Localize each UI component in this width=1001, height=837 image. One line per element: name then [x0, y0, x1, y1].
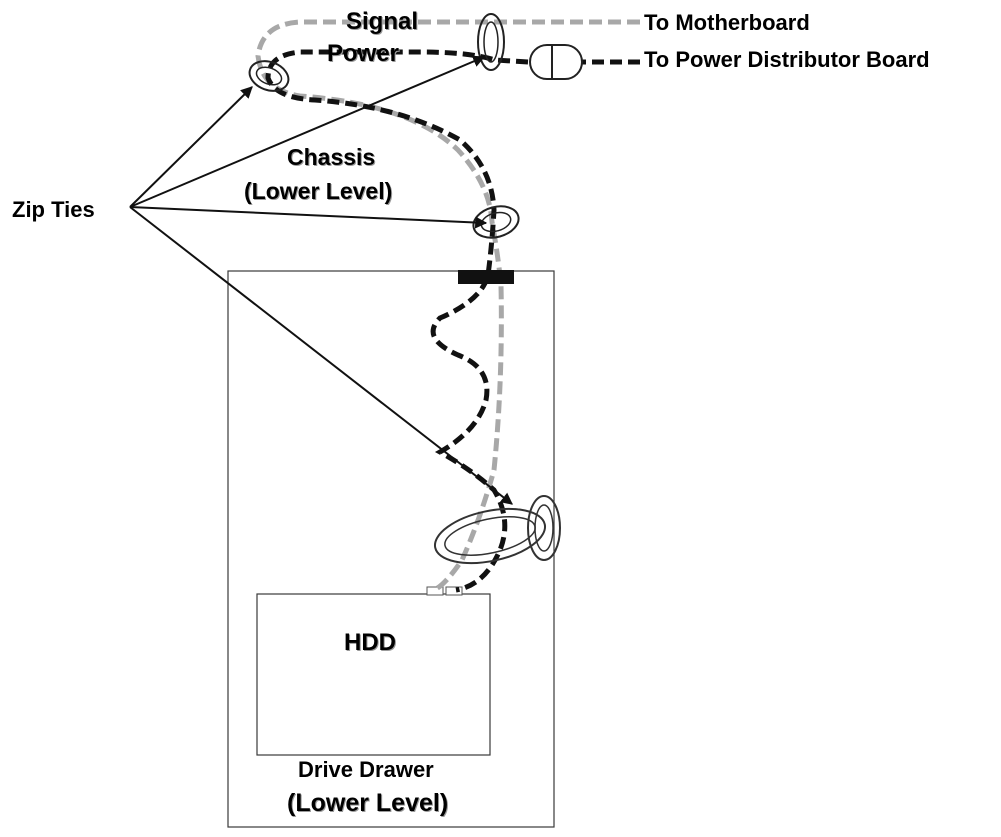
signal-cable-label: Signal [346, 8, 419, 35]
hdd-label: HDD [344, 629, 396, 656]
hdd-box [256, 593, 491, 756]
drive-drawer-outline [227, 270, 555, 828]
arrow-to-zip-tie-3 [129, 206, 488, 229]
drive-drawer-level-label: (Lower Level) [287, 789, 449, 817]
zip-tie-upper-left [248, 60, 290, 92]
hdd-signal-connector [426, 586, 444, 596]
chassis-level-label: (Lower Level) [244, 178, 393, 204]
zip-tie-upper-right [477, 13, 505, 71]
zip-ties-label: Zip Ties [12, 197, 95, 222]
power-cable-label: Power [327, 40, 400, 67]
to-motherboard-label: To Motherboard [644, 10, 810, 35]
inline-power-connector [529, 44, 583, 80]
cable-clamp [458, 270, 514, 284]
power-cable [265, 49, 640, 593]
arrow-to-zip-tie-4 [129, 206, 513, 505]
arrow-to-zip-tie-1 [129, 86, 253, 208]
signal-cable [255, 19, 640, 593]
zip-tie-drawer [433, 495, 561, 565]
hdd-power-connector [445, 586, 463, 596]
drive-drawer-label: Drive Drawer [298, 757, 434, 782]
arrow-to-zip-tie-2 [129, 55, 486, 208]
chassis-label: Chassis [287, 144, 376, 170]
to-power-distributor-board-label: To Power Distributor Board [644, 47, 930, 72]
